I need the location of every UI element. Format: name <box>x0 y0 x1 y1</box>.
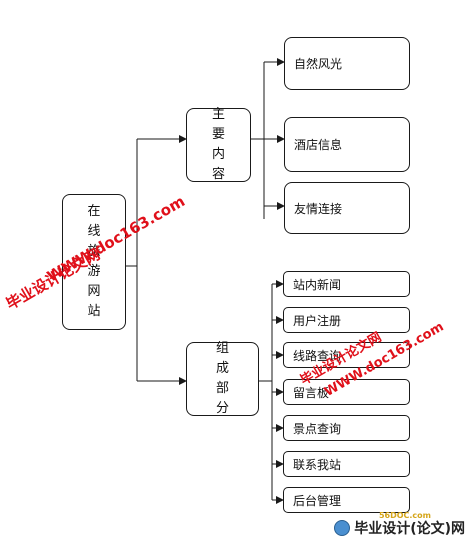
branch-components: 组成部分 <box>186 341 259 416</box>
root-node: 在线旅游网站 <box>62 194 126 330</box>
node-scenery-label: 自然风光 <box>294 57 343 71</box>
node-admin: 后台管理 <box>283 487 410 513</box>
node-hotel-info: 酒店信息 <box>284 117 410 172</box>
node-guestbook-label: 留言板 <box>293 385 330 400</box>
node-user-register: 用户注册 <box>283 307 410 333</box>
node-guestbook: 留言板 <box>283 379 410 405</box>
node-route-query: 线路查询 <box>283 342 410 368</box>
footer-brand-label: 毕业设计(论文)网 <box>354 521 465 537</box>
brand-logo-icon <box>334 520 351 536</box>
branch-main-content-label: 主要内容 <box>211 107 225 182</box>
node-contact-us-label: 联系我站 <box>293 457 342 472</box>
root-node-label: 在线旅游网站 <box>87 204 101 319</box>
footer-brand: 毕业设计(论文)网 <box>334 518 465 538</box>
node-friend-links-label: 友情连接 <box>294 201 343 216</box>
node-route-query-label: 线路查询 <box>293 348 342 363</box>
footer-site: 56DOC.com <box>378 511 431 520</box>
node-contact-us: 联系我站 <box>283 451 410 477</box>
node-site-news-label: 站内新闻 <box>293 277 342 292</box>
branch-components-label: 组成部分 <box>215 341 229 416</box>
node-friend-links: 友情连接 <box>284 182 410 234</box>
node-attraction-query: 景点查询 <box>283 415 410 441</box>
node-admin-label: 后台管理 <box>293 493 342 508</box>
node-user-register-label: 用户注册 <box>293 313 342 328</box>
node-attraction-query-label: 景点查询 <box>293 421 342 436</box>
node-hotel-info-label: 酒店信息 <box>294 138 343 152</box>
branch-main-content: 主要内容 <box>186 107 251 182</box>
node-site-news: 站内新闻 <box>283 271 410 297</box>
node-scenery: 自然风光 <box>284 37 410 90</box>
